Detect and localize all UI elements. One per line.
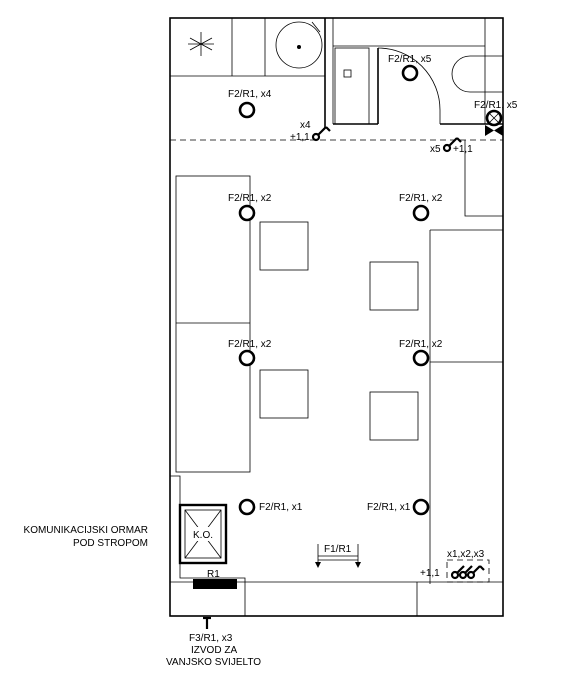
label-f2-x2-tl: F2/R1, x2 <box>228 193 272 204</box>
luminaire-x5-wall: F2/R1, x5 <box>474 100 518 136</box>
external-light-outlet: F3/R1, x3 IZVOD ZA VANJSKO SVIJELTO <box>166 616 261 668</box>
switch-x4: x4 +1,1 <box>290 120 331 143</box>
bowtie-icon <box>485 125 503 136</box>
label-f3: F3/R1, x3 <box>189 633 233 644</box>
label-x123: x1,x2,x3 <box>447 549 485 560</box>
label-r1: R1 <box>207 569 220 580</box>
label-x5: x5 <box>430 144 441 155</box>
distribution-board-r1: R1 <box>193 569 237 589</box>
bathroom-zone <box>332 18 503 125</box>
linear-luminaire-f1: F1/R1 <box>315 544 361 568</box>
wardrobe-right <box>429 140 503 584</box>
luminaire-x5-bath: F2/R1, x5 <box>388 54 432 82</box>
table-group <box>259 221 419 441</box>
toilet-icon <box>451 55 503 93</box>
comm-cabinet-label-1: KOMUNIKACIJSKI ORMAR <box>24 525 148 536</box>
entry-niche <box>170 475 246 582</box>
label-f2-x2-tr: F2/R1, x2 <box>399 193 443 204</box>
label-h11-bottom: +1,1 <box>420 568 440 579</box>
luminaire-x2-mid-left: F2/R1, x2 <box>228 339 272 367</box>
switch-triple-x123: x1,x2,x3 +1,1 <box>420 549 490 583</box>
label-f2-x4: F2/R1, x4 <box>228 89 272 100</box>
label-f2-x1-l: F2/R1, x1 <box>259 502 303 513</box>
label-ko: K.O. <box>193 530 213 541</box>
label-f1: F1/R1 <box>324 544 352 555</box>
luminaire-x4: F2/R1, x4 <box>228 89 272 119</box>
luminaire-x1-right: F2/R1, x1 <box>367 498 430 516</box>
label-h11-left: +1,1 <box>290 132 310 143</box>
luminaire-x2-mid-right: F2/R1, x2 <box>399 339 443 367</box>
label-f2-x1-r: F2/R1, x1 <box>367 502 411 513</box>
label-h11-right: +1,1 <box>453 144 473 155</box>
label-izvod-1: IZVOD ZA <box>191 645 237 656</box>
comm-cabinet-label-2: POD STROPOM <box>73 538 148 549</box>
wardrobe-left <box>175 175 251 473</box>
kitchen-zone <box>170 18 326 128</box>
luminaire-x2-top-left: F2/R1, x2 <box>228 193 272 222</box>
label-f2-x2-mr: F2/R1, x2 <box>399 339 443 350</box>
label-x4: x4 <box>300 120 311 131</box>
switch-x5: x5 +1,1 <box>430 137 473 155</box>
label-f2-x5-bath: F2/R1, x5 <box>388 54 432 65</box>
label-izvod-2: VANJSKO SVIJELTO <box>166 657 261 668</box>
luminaire-x2-top-right: F2/R1, x2 <box>399 193 443 222</box>
sink-icon <box>275 21 323 69</box>
label-f2-x2-ml: F2/R1, x2 <box>228 339 272 350</box>
stove-icon <box>188 32 214 56</box>
luminaire-x1-left: F2/R1, x1 <box>238 498 303 516</box>
communication-cabinet: K.O. <box>178 503 228 565</box>
label-f2-x5-wall: F2/R1, x5 <box>474 100 518 111</box>
